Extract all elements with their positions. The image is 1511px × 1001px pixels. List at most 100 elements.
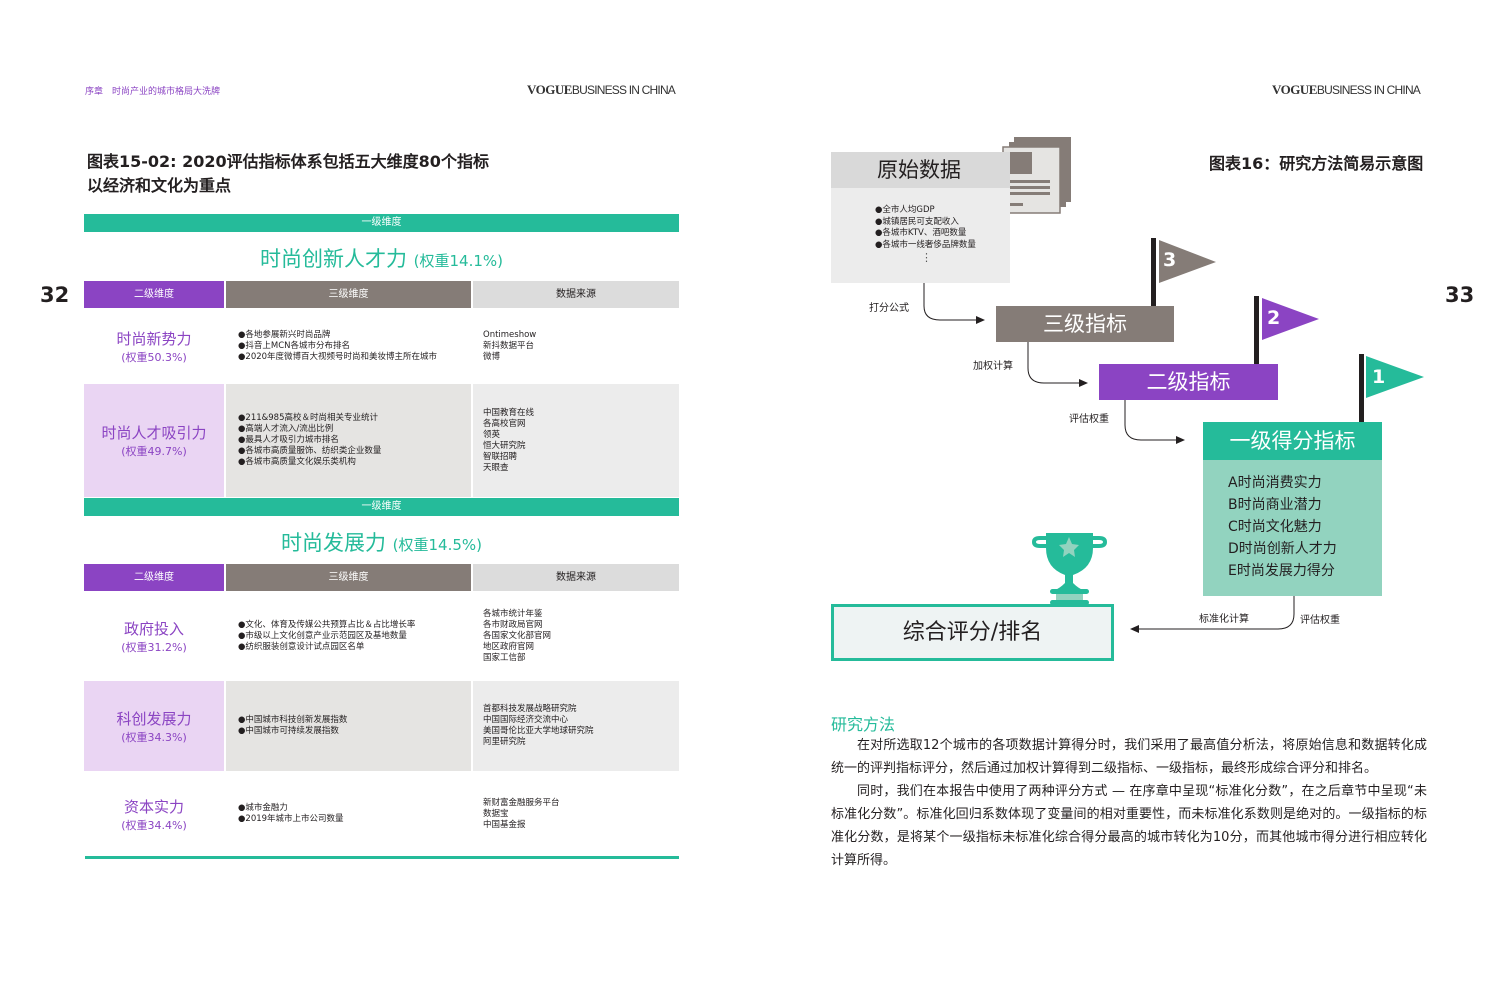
table-row: 时尚人才吸引力 (权重49.7%) ●211&985高校＆时尚相关专业统计●高端人… <box>84 384 679 497</box>
level3-box: 三级指标 <box>996 306 1174 342</box>
level1-item: A时尚消费实力 <box>1228 475 1322 491</box>
table-header: 二级维度 三级维度 数据来源 <box>84 564 679 591</box>
source: 新抖数据平台 <box>483 340 535 351</box>
section-title: 时尚发展力 (权重14.5%) <box>84 527 679 557</box>
indicator: ●各城市高质量服饰、纺织类企业数量 <box>238 446 382 456</box>
header-source: 数据来源 <box>473 564 679 591</box>
brand-vogue: VOGUE <box>527 82 572 97</box>
table-row: 资本实力(权重34.4%) ●城市金融力●2019年城市上市公司数量 新财富金融… <box>84 771 679 857</box>
document-icon <box>1002 137 1071 214</box>
label-eval-weight: 评估权重 <box>1300 615 1340 626</box>
row-name: 资本实力 <box>123 797 184 816</box>
indicator: ●各地参展新兴时尚品牌 <box>238 329 331 340</box>
source: 数据宝 <box>483 808 509 819</box>
row-name: 时尚人才吸引力 <box>101 424 207 442</box>
level1-item: C时尚文化魅力 <box>1228 519 1322 535</box>
source: 中国国际经济交流中心 <box>483 715 569 725</box>
header-level3: 三级维度 <box>226 281 471 308</box>
label-eval-weight: 评估权重 <box>1069 414 1109 425</box>
row-name: 时尚新势力 <box>116 329 192 348</box>
level1-item: D时尚创新人才力 <box>1228 541 1337 557</box>
brand-rest: BUSINESS IN CHINA <box>571 83 676 97</box>
source: 各城市统计年鉴 <box>483 608 543 619</box>
row-weight: (权重34.3%) <box>121 730 187 744</box>
indicator: ●市级以上文化创意产业示范园区及基地数量 <box>238 630 407 641</box>
source: 地区政府官网 <box>483 641 535 652</box>
brand-vogue: VOGUE <box>1272 82 1317 97</box>
source: 新财富金融服务平台 <box>483 797 560 808</box>
table-row: 时尚新势力 (权重50.3%) ●各地参展新兴时尚品牌●抖音上MCN各城市分布排名… <box>84 308 679 384</box>
indicator: ●城市金融力 <box>238 803 288 813</box>
brand-rest: BUSINESS IN CHINA <box>1316 83 1421 97</box>
section-title: 时尚创新人才力 (权重14.1%) <box>84 243 679 273</box>
section-weight: (权重14.5%) <box>392 536 483 554</box>
level1-item: E时尚发展力得分 <box>1228 563 1335 579</box>
flag-2-label: 2 <box>1267 307 1281 329</box>
source: Ontimeshow <box>483 329 537 340</box>
source: 天眼查 <box>483 462 509 473</box>
source: 国家工信部 <box>483 652 526 663</box>
row-name: 科创发展力 <box>116 709 192 728</box>
row-weight: (权重49.7%) <box>121 445 187 458</box>
source: 领英 <box>483 429 501 440</box>
body-text: 在对所选取12个城市的各项数据计算得分时，我们采用了最高值分析法，将原始信息和数… <box>831 734 1427 872</box>
source: 各高校官网 <box>483 418 526 429</box>
chapter-header: 序章 时尚产业的城市格局大洗牌 <box>85 87 221 97</box>
level1-bar: 一级维度 <box>84 498 679 516</box>
level1-bar: 一级维度 <box>84 214 679 232</box>
figure-title-line: 图表15-02: 2020评估指标体系包括五大维度80个指标 <box>87 152 489 171</box>
section-weight: (权重14.1%) <box>413 252 504 270</box>
source: 阿里研究院 <box>483 737 526 747</box>
indicator: ●211&985高校＆时尚相关专业统计 <box>238 413 378 423</box>
figure-title: 图表16：研究方法简易示意图 <box>1209 154 1424 173</box>
brand-logo: VOGUEBUSINESS IN CHINA <box>527 82 676 98</box>
trophy-icon <box>1031 533 1108 605</box>
ellipsis: ⋮ <box>921 251 932 264</box>
raw-data-item: ●全市人均GDP <box>875 205 935 215</box>
section-name: 时尚发展力 <box>280 531 386 555</box>
indicator: ●抖音上MCN各城市分布排名 <box>238 340 351 351</box>
header-level3: 三级维度 <box>226 564 471 591</box>
header-level2: 二级维度 <box>84 564 224 591</box>
brand-logo: VOGUEBUSINESS IN CHINA <box>1272 82 1421 98</box>
arrowheads <box>976 316 1185 633</box>
raw-data-item: ●各城市一线奢侈品牌数量 <box>875 239 976 250</box>
source: 微博 <box>483 351 501 362</box>
source: 美国哥伦比亚大学地球研究院 <box>483 726 594 736</box>
flag-1 <box>1359 354 1424 422</box>
indicator: ●文化、体育及传媒公共预算占比＆占比增长率 <box>238 619 416 630</box>
flag-1-label: 1 <box>1372 366 1386 388</box>
table-bottom-rule <box>85 856 679 859</box>
raw-data-title: 原始数据 <box>831 152 1010 188</box>
connector-arrows <box>923 283 1295 630</box>
source: 恒大研究院 <box>483 440 526 451</box>
figure-title: 图表15-02: 2020评估指标体系包括五大维度80个指标 以经济和文化为重点 <box>87 150 489 198</box>
source: 中国教育在线 <box>483 407 535 418</box>
indicator: ●各城市高质量文化娱乐类机构 <box>238 457 356 467</box>
source: 首都科技发展战略研究院 <box>483 704 577 714</box>
label-scoring: 打分公式 <box>869 303 909 314</box>
level1-item: B时尚商业潜力 <box>1228 497 1322 513</box>
page-number: 32 <box>40 283 70 307</box>
source: 中国基金报 <box>483 819 526 830</box>
indicator: ●中国城市可持续发展指数 <box>238 726 339 736</box>
source: 各市财政局官网 <box>483 619 543 630</box>
paragraph: 同时，我们在本报告中使用了两种评分方式 — 在序章中呈现“标准化分数”，在之后章… <box>831 784 1427 868</box>
row-weight: (权重50.3%) <box>121 350 187 364</box>
indicator: ●高端人才流入/流出比例 <box>238 424 334 434</box>
source: 智联招聘 <box>483 451 518 462</box>
flag-3-label: 3 <box>1163 249 1177 271</box>
indicator: ●2020年度微博百大视频号时尚和美妆博主所在城市 <box>238 351 438 362</box>
level2-box: 二级指标 <box>1099 364 1278 400</box>
header-source: 数据来源 <box>473 281 679 308</box>
flag-2 <box>1254 296 1319 364</box>
indicator: ●2019年城市上市公司数量 <box>238 814 344 824</box>
raw-data-item: ●城镇居民可支配收入 <box>875 216 959 227</box>
header-level2: 二级维度 <box>84 281 224 308</box>
label-standardize: 标准化计算 <box>1199 614 1249 625</box>
indicator: ●中国城市科技创新发展指数 <box>238 715 348 725</box>
page-number: 33 <box>1445 283 1475 307</box>
indicator: ●纺织服装创意设计试点园区名单 <box>238 641 365 652</box>
row-name: 政府投入 <box>123 619 184 638</box>
